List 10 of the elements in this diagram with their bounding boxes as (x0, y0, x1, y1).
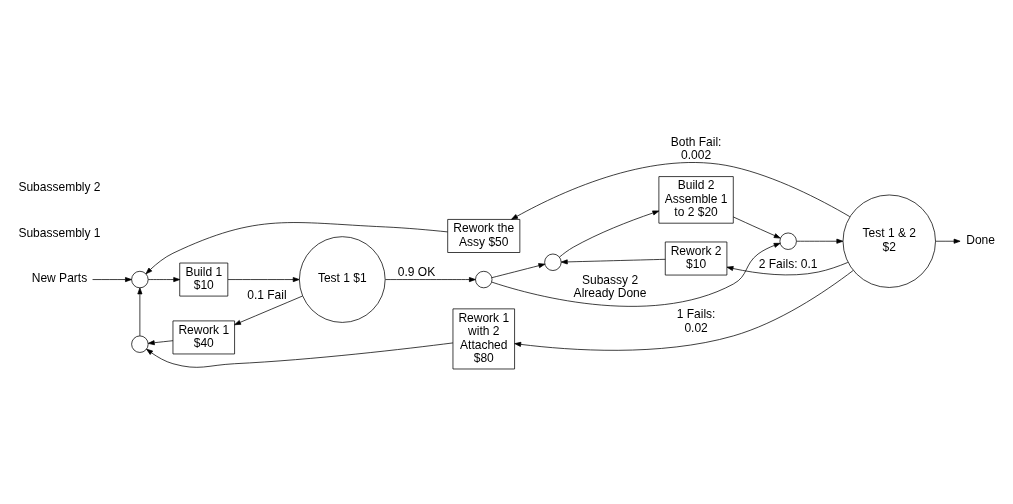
label: Subassembly 1 (18, 225, 101, 240)
node-text: Done (966, 232, 995, 247)
node-text: New Parts (31, 270, 88, 285)
edge-label: 2 Fails: 0.1 (758, 256, 818, 271)
edge-label: 0.9 OK (397, 264, 436, 279)
edge-label: 0.1 Fail (247, 287, 287, 302)
edge-label: Both Fail: 0.002 (670, 134, 722, 162)
label: Subassembly 2 (18, 179, 101, 194)
edge-label: Subassy 2 Already Done (573, 272, 647, 300)
edge-label: 1 Fails: 0.02 (676, 306, 716, 335)
